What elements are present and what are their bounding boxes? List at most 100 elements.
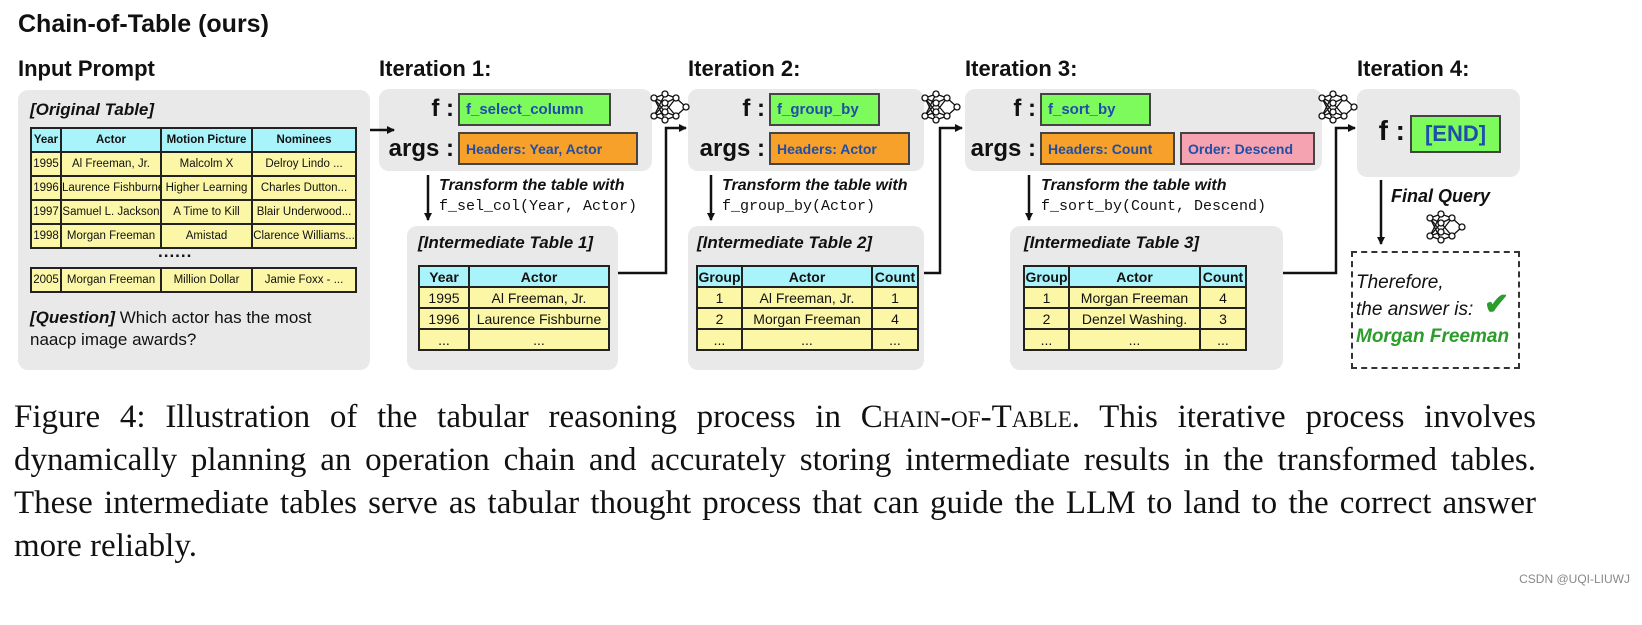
question-line-2: naacp image awards? xyxy=(30,330,197,349)
table-cell: Million Dollar xyxy=(160,267,253,293)
iteration-1-heading: Iteration 1: xyxy=(379,56,492,81)
answer-value: Morgan Freeman xyxy=(1356,326,1510,347)
watermark: CSDN @UQI-LIUWJ xyxy=(1519,572,1630,586)
table-cell: Al Freeman, Jr. xyxy=(468,286,610,309)
intermediate-table-2-label: [Intermediate Table 2] xyxy=(697,233,873,252)
answer-box xyxy=(1351,251,1520,369)
table-header-cell: Actor xyxy=(60,127,162,153)
iteration-1-args-label: args : xyxy=(388,135,454,162)
table-row: 1 Al Freeman, Jr. 1 xyxy=(696,286,919,309)
table-cell: Blair Underwood... xyxy=(251,199,357,225)
table-header-cell: Year xyxy=(418,265,470,288)
llm-network-icon xyxy=(1318,90,1358,124)
table-header-cell: Group xyxy=(1023,265,1070,288)
table-cell: 2 xyxy=(696,307,743,330)
intermediate-table-3-label: [Intermediate Table 3] xyxy=(1024,233,1200,252)
table-cell: Laurence Fishburne xyxy=(468,307,610,330)
iteration-2-f-label: f : xyxy=(742,95,765,122)
iteration-2-transform-code: f_group_by(Actor) xyxy=(722,198,876,215)
table-cell: ... xyxy=(1023,328,1070,351)
table-cell: 1996 xyxy=(418,307,470,330)
table-row: ... ... xyxy=(418,328,610,351)
table-cell: 1 xyxy=(1023,286,1070,309)
table-cell: Denzel Washing. xyxy=(1068,307,1201,330)
table-cell: Laurence Fishburne xyxy=(60,175,162,201)
llm-network-icon xyxy=(921,90,961,124)
llm-network-icon xyxy=(1426,210,1466,244)
table-row: 2 Denzel Washing. 3 xyxy=(1023,307,1247,330)
table-cell: Morgan Freeman xyxy=(60,223,162,249)
table-cell: 4 xyxy=(871,307,919,330)
table-cell: ... xyxy=(468,328,610,351)
iteration-1-args-box: Headers: Year, Actor xyxy=(458,132,638,165)
iteration-1-transform-code: f_sel_col(Year, Actor) xyxy=(439,198,638,215)
table-header-cell: Year xyxy=(30,127,62,153)
table-header-cell: Nominees xyxy=(251,127,357,153)
table-cell: 1 xyxy=(696,286,743,309)
iteration-4-heading: Iteration 4: xyxy=(1357,56,1470,81)
iteration-3-args-label: args : xyxy=(970,135,1036,162)
llm-network-icon xyxy=(650,90,690,124)
intermediate-table-1: Year Actor 1995 Al Freeman, Jr. 1996 Lau… xyxy=(418,265,610,351)
iteration-4-end-box: [END] xyxy=(1410,115,1501,153)
iteration-2-transform-text: Transform the table with xyxy=(722,177,908,194)
intermediate-table-2: Group Actor Count 1 Al Freeman, Jr. 1 2 … xyxy=(696,265,919,351)
table-cell: 1 xyxy=(871,286,919,309)
table-2-to-iteration-3-arrow xyxy=(924,124,963,275)
table-row: 2 Morgan Freeman 4 xyxy=(696,307,919,330)
table-header-cell: Motion Picture xyxy=(160,127,253,153)
question-label: [Question] xyxy=(30,308,115,327)
table-header-cell: Actor xyxy=(1068,265,1201,288)
question-text: Which actor has the most xyxy=(115,308,312,327)
table-row: 1995 Al Freeman, Jr. Malcolm X Delroy Li… xyxy=(30,151,357,177)
figure-caption: Figure 4: Illustration of the tabular re… xyxy=(14,396,1536,568)
table-cell: Al Freeman, Jr. xyxy=(741,286,873,309)
table-cell: Morgan Freeman xyxy=(1068,286,1201,309)
table-cell: Charles Dutton... xyxy=(251,175,357,201)
table-cell: Clarence Williams... xyxy=(251,223,357,249)
table-cell: Delroy Lindo ... xyxy=(251,151,357,177)
iteration-3-args-box: Headers: Count xyxy=(1040,132,1175,165)
caption-suffix: . This iterative process involves dynami… xyxy=(14,399,1536,564)
table-cell: ... xyxy=(741,328,873,351)
table-cell: 1996 xyxy=(30,175,62,201)
table-cell: 1995 xyxy=(30,151,62,177)
iteration-1-transform-text: Transform the table with xyxy=(439,177,625,194)
iteration-3-transform-text: Transform the table with xyxy=(1041,177,1227,194)
diagram-title: Chain-of-Table (ours) xyxy=(18,10,269,38)
final-query-label: Final Query xyxy=(1391,186,1491,206)
intermediate-table-3: Group Actor Count 1 Morgan Freeman 4 2 D… xyxy=(1023,265,1247,351)
table-header-cell: Actor xyxy=(741,265,873,288)
table-cell: ... xyxy=(871,328,919,351)
table-row: 1997 Samuel L. Jackson A Time to Kill Bl… xyxy=(30,199,357,225)
table-row: 1996 Laurence Fishburne Higher Learning … xyxy=(30,175,357,201)
iteration-3-f-label: f : xyxy=(1013,95,1036,122)
table-row: 1 Morgan Freeman 4 xyxy=(1023,286,1247,309)
table-cell: ... xyxy=(696,328,743,351)
table-row: 1998 Morgan Freeman Amistad Clarence Wil… xyxy=(30,223,357,249)
iteration-1-f-label: f : xyxy=(431,95,454,122)
table-row: 1996 Laurence Fishburne xyxy=(418,307,610,330)
iteration-3-function-box: f_sort_by xyxy=(1040,93,1151,126)
table-cell: Malcolm X xyxy=(160,151,253,177)
table-cell: Morgan Freeman xyxy=(741,307,873,330)
table-cell: A Time to Kill xyxy=(160,199,253,225)
table-cell: Jamie Foxx - ... xyxy=(251,267,357,293)
table-cell: Higher Learning xyxy=(160,175,253,201)
table-ellipsis: ...... xyxy=(158,242,193,261)
table-1-to-iteration-2-arrow xyxy=(618,124,687,275)
table-cell: 3 xyxy=(1199,307,1247,330)
answer-line-1: Therefore, xyxy=(1356,272,1444,293)
table-cell: 1998 xyxy=(30,223,62,249)
iteration-2-args-label: args : xyxy=(699,135,765,162)
iteration-2-args-box: Headers: Actor xyxy=(769,132,910,165)
iteration-2-function-box: f_group_by xyxy=(769,93,880,126)
question-line-1: [Question] Which actor has the most xyxy=(30,308,312,328)
original-table-label: [Original Table] xyxy=(30,100,155,119)
table-cell: 1997 xyxy=(30,199,62,225)
table-header-cell: Count xyxy=(1199,265,1247,288)
table-cell: Al Freeman, Jr. xyxy=(60,151,162,177)
table-cell: 2005 xyxy=(30,267,62,293)
table-row: ... ... ... xyxy=(696,328,919,351)
